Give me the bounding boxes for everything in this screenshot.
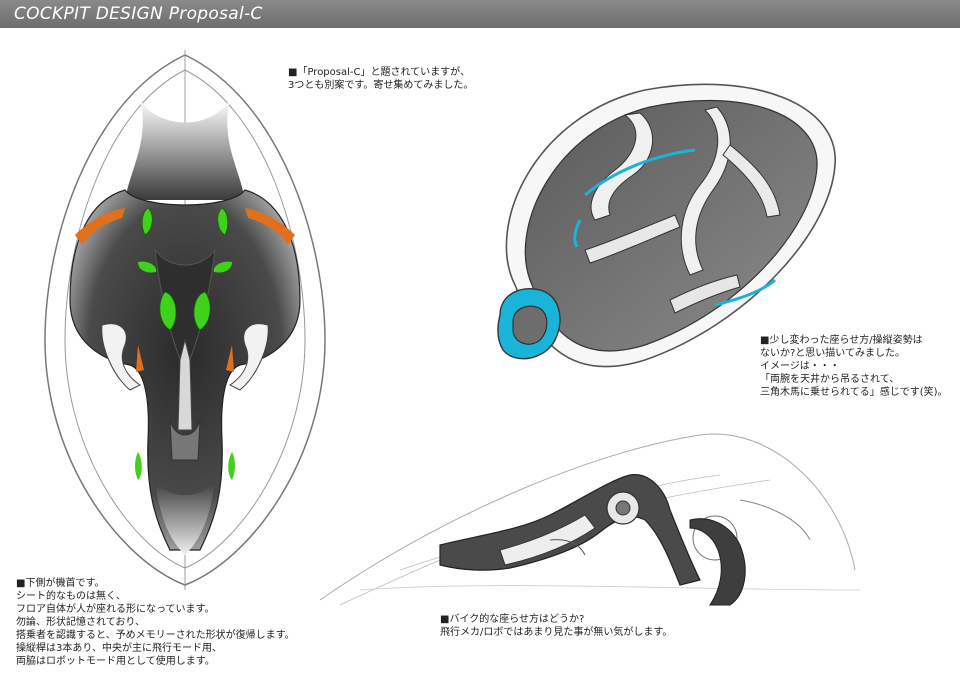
note-line: 操縦桿は3本あり、中央が主に飛行モード用、: [16, 643, 222, 654]
bike-pose-cockpit-sketch: [319, 433, 861, 606]
note-line: ■下側が機首です。: [16, 578, 105, 589]
note-line: 勿論、形状記憶されており、: [16, 617, 145, 628]
bike-pose-note: ■バイク的な座らせ方はどうか? 飛行メカ/ロボではあまり見た事が無い気がします。: [440, 613, 672, 639]
note-line: 三角木馬に乗せられてる」感じです(笑)。: [760, 387, 948, 398]
page-title: COCKPIT DESIGN Proposal-C: [14, 4, 263, 24]
note-line: 飛行メカ/ロボではあまり見た事が無い気がします。: [440, 627, 673, 638]
note-line: フロア自体が人が座れる形になっています。: [16, 604, 215, 615]
note-line: 3つとも別案です。寄せ集めてみました。: [288, 80, 474, 91]
note-line: ■バイク的な座らせ方はどうか?: [440, 614, 585, 625]
hanging-pose-note: ■少し変わった座らせ方/操縦姿勢は ないか?と思い描いてみました。 イメージは・…: [760, 334, 948, 399]
header-bar: COCKPIT DESIGN Proposal-C: [0, 0, 960, 28]
note-line: シート的なものは無く、: [16, 591, 126, 602]
note-line: 搭乗者を認識すると、予めメモリーされた形状が復帰します。: [16, 630, 295, 641]
hanging-pose-cockpit-sketch: [497, 83, 836, 368]
intro-note: ■「Proposal-C」と題されていますが、 3つとも別案です。寄せ集めてみま…: [288, 66, 473, 92]
top-view-cockpit-sketch: [44, 50, 326, 590]
top-view-note: ■下側が機首です。 シート的なものは無く、 フロア自体が人が座れる形になっていま…: [16, 577, 295, 668]
note-line: ■少し変わった座らせ方/操縦姿勢は: [760, 335, 923, 346]
note-line: イメージは・・・: [760, 361, 840, 372]
orange-accent: [75, 208, 125, 245]
note-line: ないか?と思い描いてみました。: [760, 348, 906, 359]
note-line: 「両腕を天井から吊るされて、: [760, 374, 900, 385]
note-line: 両脇はロボットモード用として使用します。: [16, 656, 215, 667]
note-line: ■「Proposal-C」と題されていますが、: [288, 67, 470, 78]
